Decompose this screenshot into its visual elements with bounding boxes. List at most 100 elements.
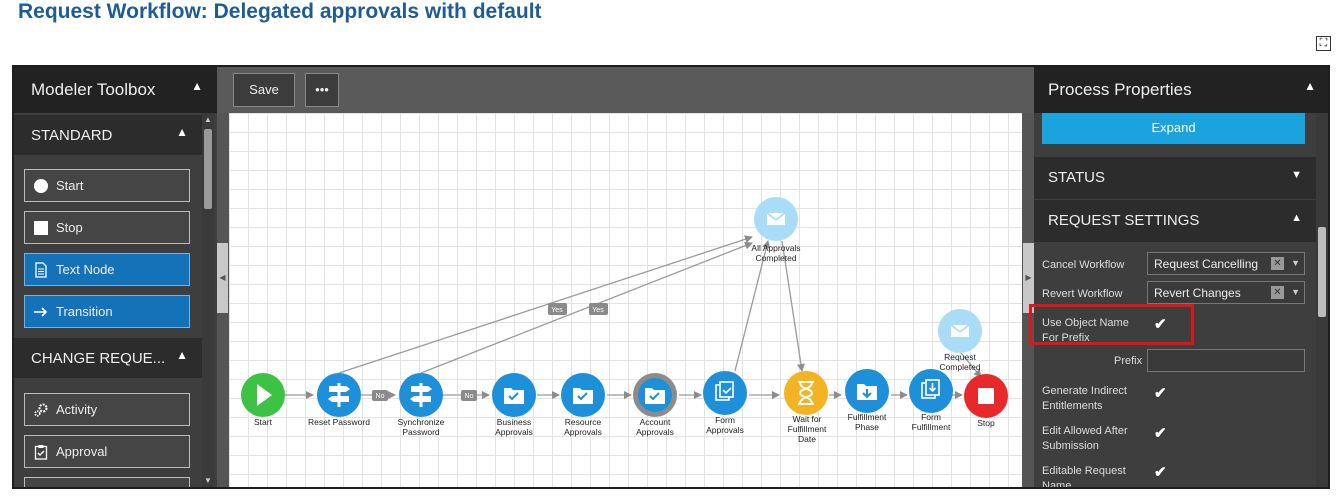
revert-workflow-select[interactable]: Revert Changes ✕ ▼ — [1147, 281, 1305, 304]
node-wait-for-fulfillment-date[interactable] — [784, 371, 828, 415]
transition-label-yes: Yes — [551, 307, 563, 314]
clear-icon[interactable]: ✕ — [1271, 257, 1284, 270]
node-form-fulfillment[interactable] — [909, 369, 953, 413]
node-account-approvals[interactable] — [633, 373, 677, 417]
tool-transition[interactable]: Transition — [24, 295, 190, 328]
collapse-left-icon[interactable]: ◀ — [217, 243, 228, 313]
toolbox-scrollbar[interactable]: ▲ ▼ — [202, 113, 214, 487]
node-request-completed[interactable] — [938, 309, 982, 353]
section-request-settings[interactable]: REQUEST SETTINGS ▲ — [1034, 200, 1316, 242]
tool-label: Activity — [56, 402, 98, 417]
node-label-line: Completed — [755, 253, 796, 263]
scroll-thumb[interactable] — [204, 129, 212, 209]
section-status[interactable]: STATUS ▼ — [1034, 157, 1316, 199]
editable-request-checkbox[interactable]: ✔ — [1154, 464, 1167, 481]
properties-header[interactable]: Process Properties ▲ — [1034, 67, 1328, 113]
chevron-down-icon[interactable]: ▼ — [1291, 258, 1300, 268]
chevron-down-icon[interactable]: ▼ — [1291, 287, 1300, 297]
node-label: Start — [254, 417, 273, 427]
clear-icon[interactable]: ✕ — [1271, 286, 1284, 299]
tool-partial[interactable] — [24, 477, 190, 487]
canvas-toolbar: Save ••• — [217, 67, 1034, 113]
scroll-thumb[interactable] — [1318, 227, 1326, 317]
more-options-button[interactable]: ••• — [305, 73, 339, 107]
signpost-icon — [410, 383, 432, 407]
node-stop[interactable] — [964, 374, 1008, 418]
scroll-down-icon[interactable]: ▼ — [204, 476, 212, 485]
properties-scrollbar[interactable] — [1316, 113, 1328, 487]
use-object-name-checkbox[interactable]: ✔ — [1154, 316, 1167, 333]
section-label: CHANGE REQUE... — [31, 350, 166, 367]
document-icon — [35, 262, 47, 278]
section-label: STANDARD — [31, 127, 113, 144]
node-reset-password[interactable] — [317, 373, 361, 417]
cancel-workflow-select[interactable]: Request Cancelling ✕ ▼ — [1147, 252, 1305, 275]
section-label: STATUS — [1048, 169, 1105, 186]
node-business-approvals[interactable] — [492, 373, 536, 417]
workflow-canvas[interactable]: No No Yes Yes — [229, 113, 1022, 487]
caret-up-icon[interactable]: ▲ — [1291, 212, 1302, 224]
tool-text-node[interactable]: Text Node — [24, 253, 190, 286]
node-label-line: Password — [402, 427, 440, 437]
transition-labels: No No Yes Yes — [372, 303, 608, 401]
node-start[interactable] — [241, 373, 285, 417]
node-form-approvals[interactable] — [703, 371, 747, 415]
toolbox-header[interactable]: Modeler Toolbox ▲ — [14, 67, 217, 113]
scroll-up-icon[interactable]: ▲ — [204, 115, 212, 124]
collapse-right-icon[interactable]: ▶ — [1023, 243, 1034, 313]
prefix-input[interactable] — [1147, 349, 1305, 372]
expand-button[interactable]: Expand — [1042, 113, 1305, 144]
transition-label-yes: Yes — [592, 307, 604, 314]
generate-indirect-checkbox[interactable]: ✔ — [1154, 385, 1167, 402]
select-value: Request Cancelling — [1154, 257, 1259, 271]
properties-title: Process Properties — [1048, 80, 1192, 99]
node-label-line: Approvals — [564, 427, 602, 437]
node-synchronize-password[interactable] — [399, 373, 443, 417]
section-label: REQUEST SETTINGS — [1048, 212, 1200, 229]
node-label-line: Fulfillment — [912, 422, 951, 432]
stop-square-icon — [978, 388, 994, 404]
process-properties: Process Properties ▲ Expand STATUS ▼ REQ… — [1034, 67, 1328, 489]
page-title: Request Workflow: Delegated approvals wi… — [18, 0, 542, 23]
section-standard[interactable]: STANDARD ▲ — [14, 115, 202, 155]
transitions — [285, 235, 982, 399]
save-button[interactable]: Save — [233, 73, 295, 107]
approval-folder-icon — [504, 388, 524, 404]
gears-icon — [34, 403, 48, 417]
edit-allowed-checkbox[interactable]: ✔ — [1154, 425, 1167, 442]
canvas-area: Save ••• ◀ ▶ — [217, 67, 1034, 487]
highlight-box — [1029, 304, 1194, 345]
mail-icon — [766, 212, 786, 225]
tool-label: Text Node — [56, 262, 115, 277]
node-label-line: Date — [798, 434, 816, 444]
caret-up-icon[interactable]: ▲ — [176, 125, 188, 139]
tool-approval[interactable]: Approval — [24, 435, 190, 468]
tool-label: Transition — [56, 304, 113, 319]
tool-stop[interactable]: Stop — [24, 211, 190, 244]
tool-activity[interactable]: Activity — [24, 393, 190, 426]
transition-label-no: No — [376, 393, 385, 400]
node-resource-approvals[interactable] — [561, 373, 605, 417]
node-label-line: Fulfillment — [788, 424, 827, 434]
revert-workflow-label: Revert Workflow — [1042, 288, 1123, 300]
tool-label: Stop — [56, 220, 83, 235]
caret-down-icon[interactable]: ▼ — [1291, 169, 1302, 181]
fullscreen-icon[interactable]: ⛶ — [1316, 36, 1331, 51]
transition-label-no: No — [465, 393, 474, 400]
section-change-request[interactable]: CHANGE REQUE... ▲ — [14, 338, 202, 378]
node-fulfillment-phase[interactable] — [845, 369, 889, 413]
caret-up-icon[interactable]: ▲ — [176, 348, 188, 362]
editable-request-label: Editable Request Name — [1042, 465, 1126, 489]
caret-up-icon[interactable]: ▲ — [191, 79, 203, 93]
use-object-name-label: Use Object Name For Prefix — [1042, 317, 1129, 344]
workflow-diagram: No No Yes Yes — [241, 197, 1008, 444]
caret-up-icon[interactable]: ▲ — [1304, 79, 1316, 93]
tool-label: Approval — [56, 444, 108, 459]
tool-start[interactable]: Start — [24, 169, 190, 202]
node-all-approvals-completed[interactable] — [754, 197, 798, 241]
